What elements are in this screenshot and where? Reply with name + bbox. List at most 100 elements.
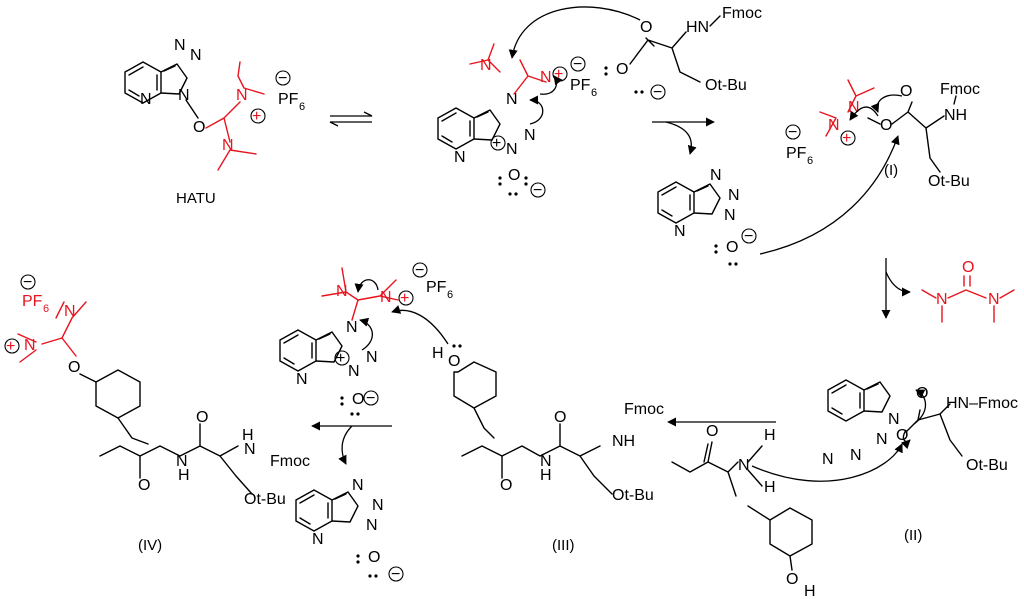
charge-minus: − (278, 70, 287, 87)
atom-n: N (850, 447, 862, 464)
intermediate-iii-dipeptide: H O O O N H NH Fmoc Ot-Bu (III) (391, 305, 664, 554)
otbu-label: Ot-Bu (705, 77, 747, 94)
hatu-label: HATU (176, 190, 216, 207)
atom-n-red: N (480, 57, 492, 74)
atom-o: O (706, 423, 718, 440)
atom-o: O (500, 477, 512, 494)
charge-plus: + (336, 350, 345, 367)
otbu-label: Ot-Bu (612, 487, 654, 504)
equilibrium-arrow (329, 111, 373, 127)
pf6-subscript: 6 (299, 101, 305, 113)
atom-nh: NH (944, 107, 967, 124)
hn-fmoc-label: HN–Fmoc (946, 395, 1018, 412)
atom-h: H (764, 479, 776, 496)
activated-uronium-structure: N N N N + O − N N + − PF 6 (437, 43, 597, 199)
pf6-subscript: 6 (43, 303, 49, 315)
activated-uronium-structure-2: N N N N + O − N N + − PF 6 (279, 262, 453, 416)
atom-n: N (140, 91, 152, 108)
atom-h: H (178, 467, 190, 484)
atom-n: N (506, 91, 518, 108)
pf6-label: PF (426, 279, 447, 296)
atom-o-red: O (962, 259, 974, 276)
pf6-label: PF (570, 77, 591, 94)
pf6-subscript: 6 (807, 155, 813, 167)
stage-label-ii: (II) (904, 527, 922, 544)
atom-n-red: N (336, 283, 348, 300)
pf6-label: PF (278, 91, 299, 108)
atom-n: N (724, 207, 736, 224)
atom-o: O (726, 239, 738, 256)
atom-o: O (352, 391, 364, 408)
atom-n-red: N (540, 69, 552, 86)
intermediate-ii-active-ester: N N N N O O HN–Fmoc Ot-Bu (II) (822, 379, 1018, 544)
stage-label-iv: (IV) (138, 537, 162, 554)
atom-n-red: N (64, 303, 76, 320)
atom-o: O (448, 353, 460, 370)
charge-minus: − (653, 84, 662, 101)
otbu-label: Ot-Bu (244, 491, 286, 508)
atom-n: N (366, 349, 378, 366)
atom-n-red: N (988, 291, 1000, 308)
charge-plus: + (492, 135, 501, 152)
atom-n: N (738, 457, 750, 474)
reaction-arrow-2 (881, 258, 911, 319)
intermediate-i: N N + − PF 6 O O NH Fmoc Ot-Bu (I) (785, 79, 980, 190)
hatu-structure: N N N N O N N + − PF 6 HATU (124, 37, 305, 207)
atom-n-red: N (236, 87, 248, 104)
atom-h: H (540, 467, 552, 484)
pf6-label: PF (786, 145, 807, 162)
oat-anion-1: N N N N O − (657, 135, 900, 266)
charge-plus: + (554, 66, 563, 83)
charge-minus: − (573, 56, 582, 73)
otbu-label: Ot-Bu (966, 457, 1008, 474)
fmoc-ser-carboxylate: O O − HN Fmoc Ot-Bu (508, 5, 762, 101)
atom-o: O (193, 119, 205, 136)
atom-n: N (888, 411, 900, 428)
atom-o: O (554, 409, 566, 426)
reaction-arrow-1 (652, 117, 715, 155)
oat-anion-2: N N N N O − (295, 477, 404, 583)
atom-o: O (786, 571, 798, 588)
stage-label-i: (I) (884, 162, 898, 179)
atom-o: O (196, 409, 208, 426)
atom-n: N (506, 141, 518, 158)
atom-o: O (640, 19, 652, 36)
otbu-label: Ot-Bu (928, 173, 970, 190)
atom-n-red: N (380, 289, 392, 306)
charge-plus: + (842, 130, 851, 147)
atom-n: N (176, 453, 188, 470)
fmoc-label: Fmoc (270, 453, 310, 470)
atom-o: O (508, 167, 520, 184)
pf6-subscript: 6 (591, 87, 597, 99)
atom-h: H (242, 427, 254, 444)
atom-n-red: N (936, 291, 948, 308)
atom-n: N (876, 431, 888, 448)
atom-n: N (524, 127, 536, 144)
atom-n: N (454, 149, 466, 166)
reaction-arrow-4 (311, 421, 392, 465)
atom-n-red: N (828, 117, 840, 134)
atom-n: N (710, 167, 722, 184)
atom-n-red: N (222, 137, 234, 154)
atom-o: O (138, 477, 150, 494)
charge-plus: + (6, 338, 15, 355)
atom-n: N (540, 453, 552, 470)
product-iv: − PF 6 N N + O O O N H H N Fmoc Ot-Bu (I… (4, 274, 310, 554)
atom-n: N (346, 319, 358, 336)
atom-o: O (900, 83, 912, 100)
charge-minus: − (744, 228, 753, 245)
pf6-label: PF (22, 293, 43, 310)
charge-minus: − (23, 274, 32, 291)
atom-n: N (366, 517, 378, 534)
atom-o: O (616, 61, 628, 78)
atom-n-red: N (848, 99, 860, 116)
atom-n: N (728, 187, 740, 204)
charge-minus: − (415, 262, 424, 279)
atom-n: N (178, 87, 190, 104)
fmoc-label: Fmoc (722, 5, 762, 22)
charge-plus: + (252, 108, 261, 125)
charge-minus: − (391, 566, 400, 583)
fmoc-label: Fmoc (624, 401, 664, 418)
atom-n: N (348, 363, 360, 380)
atom-h: H (764, 427, 776, 444)
